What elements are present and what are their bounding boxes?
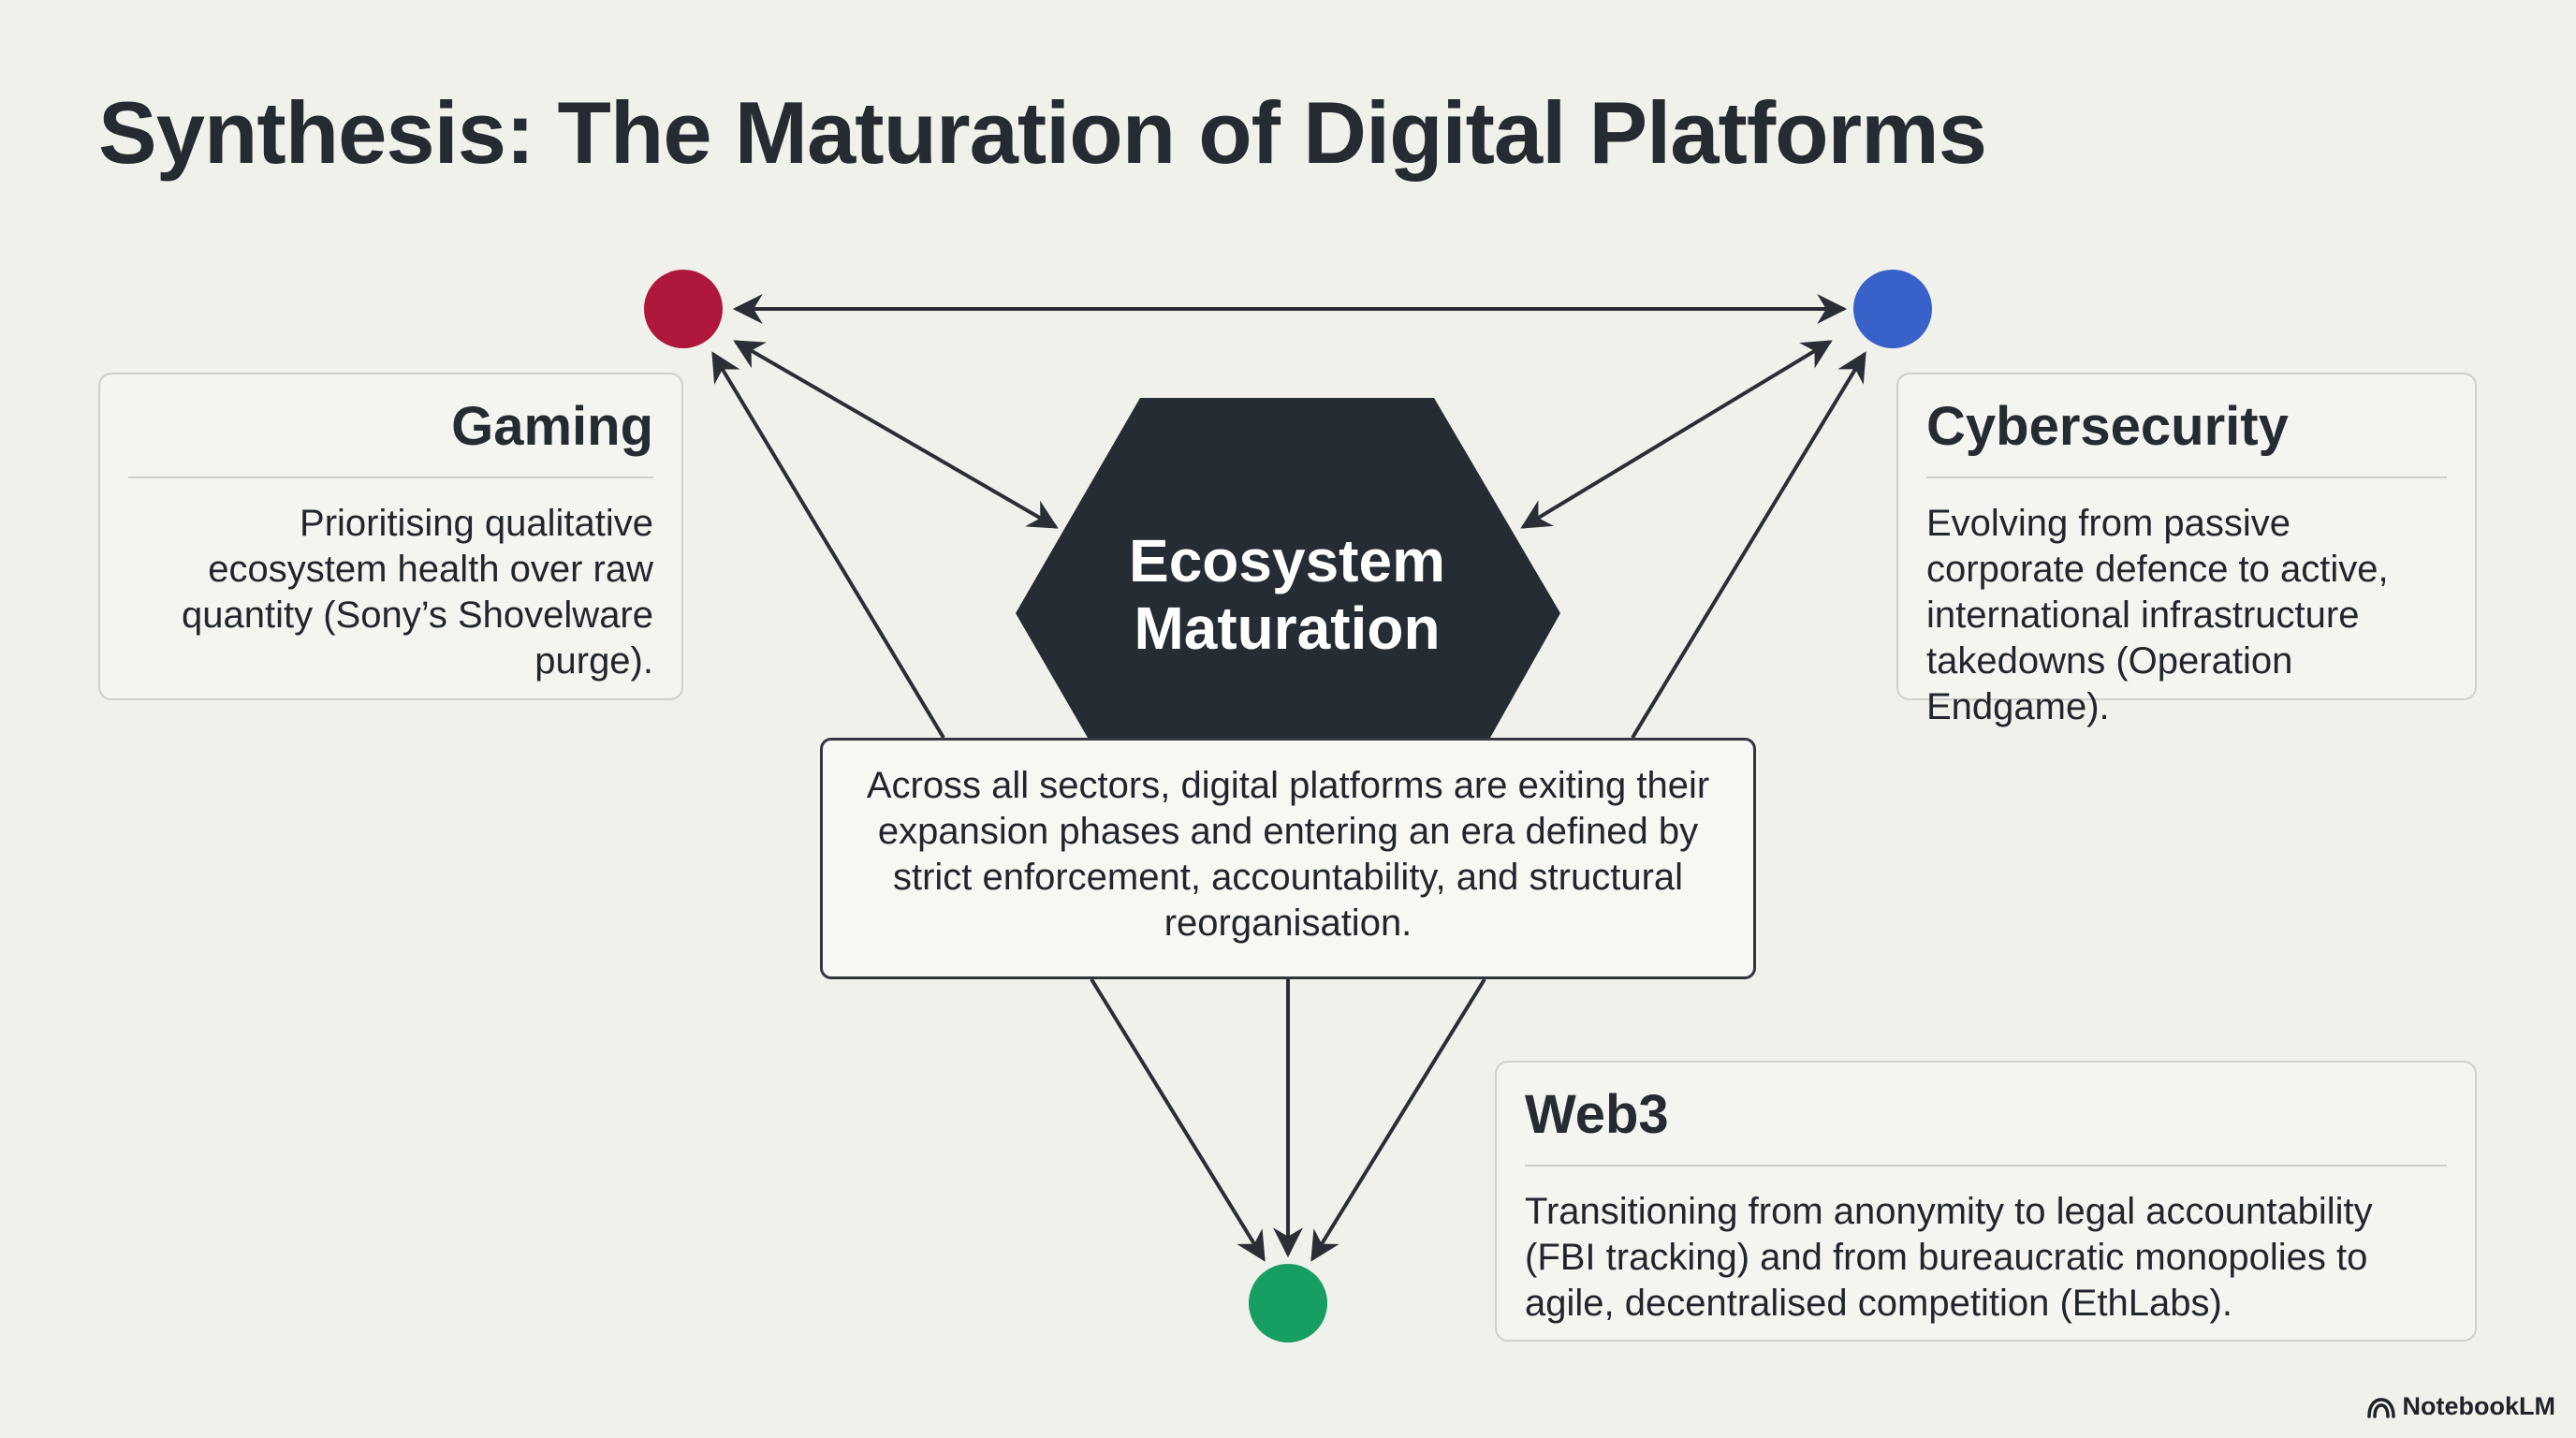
web3-card-title: Web3 (1525, 1083, 2447, 1167)
center-label: Ecosystem Maturation (1016, 527, 1559, 662)
notebooklm-logo-icon (2366, 1397, 2395, 1418)
arrow-summary-gaming (711, 351, 945, 740)
arrow-summary-web3-left (1090, 977, 1266, 1262)
page-title: Synthesis: The Maturation of Digital Pla… (98, 83, 1987, 182)
red-node-dot (644, 270, 723, 348)
gaming-card-body: Prioritising qualitative ecosystem healt… (182, 503, 653, 682)
gaming-card: Gaming Prioritising qualitative ecosyste… (98, 373, 683, 700)
gaming-card-title: Gaming (128, 395, 653, 478)
brand-badge: NotebookLM (2366, 1392, 2555, 1421)
center-label-line1: Ecosystem (1129, 527, 1445, 594)
green-node-dot (1249, 1264, 1327, 1343)
arrow-gaming-center (733, 340, 1059, 529)
arrow-summary-web3-right (1310, 977, 1486, 1262)
brand-name: NotebookLM (2402, 1392, 2555, 1420)
cybersecurity-card: Cybersecurity Evolving from passive corp… (1896, 373, 2477, 727)
center-hexagon (1016, 398, 1560, 738)
summary-box: Across all sectors, digital platforms ar… (820, 738, 1756, 979)
blue-node-dot (1853, 270, 1932, 348)
arrow-cyber-center (1520, 340, 1833, 529)
cybersecurity-card-body: Evolving from passive corporate defence … (1926, 503, 2389, 727)
web3-card-body: Transitioning from anonymity to legal ac… (1525, 1191, 2373, 1324)
arrow-summary-cyber (1631, 351, 1866, 740)
web3-card: Web3 Transitioning from anonymity to leg… (1495, 1061, 2477, 1342)
center-label-line2: Maturation (1134, 594, 1441, 662)
cybersecurity-card-title: Cybersecurity (1926, 395, 2447, 478)
